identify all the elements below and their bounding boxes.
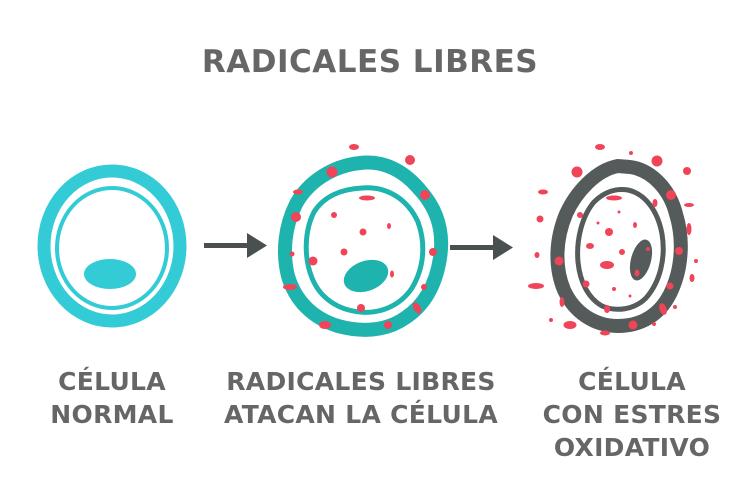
cell-inner-membrane	[303, 185, 426, 315]
label-line: CON ESTRES	[542, 400, 722, 429]
attacked-cell	[277, 144, 449, 337]
cell-membrane	[37, 164, 187, 328]
cell-nucleus	[84, 259, 136, 289]
label-line: CÉLULA	[58, 367, 166, 396]
cell-inner-membrane	[55, 186, 169, 310]
label-line: CÉLULA	[578, 367, 686, 396]
arrow-icon	[204, 233, 267, 258]
free-radicals	[283, 144, 437, 329]
stage-label-stressed: CÉLULA CON ESTRES OXIDATIVO	[522, 365, 740, 464]
cell-nucleus	[343, 259, 389, 293]
free-radicals	[528, 144, 698, 336]
arrow-icon	[450, 235, 513, 260]
cell-nucleus	[629, 239, 653, 281]
label-line: ATACAN LA CÉLULA	[223, 400, 498, 429]
label-line: NORMAL	[50, 400, 174, 429]
normal-cell	[37, 164, 187, 328]
cell-membrane	[550, 158, 688, 334]
cell-inner-membrane	[575, 187, 666, 312]
label-line: RADICALES LIBRES	[226, 367, 496, 396]
label-line: OXIDATIVO	[553, 433, 711, 462]
diagram-title: RADICALES LIBRES	[201, 44, 539, 80]
stressed-cell	[528, 144, 698, 336]
stage-label-attacked: RADICALES LIBRES ATACAN LA CÉLULA	[216, 365, 506, 431]
stage-label-normal: CÉLULA NORMAL	[22, 365, 202, 431]
